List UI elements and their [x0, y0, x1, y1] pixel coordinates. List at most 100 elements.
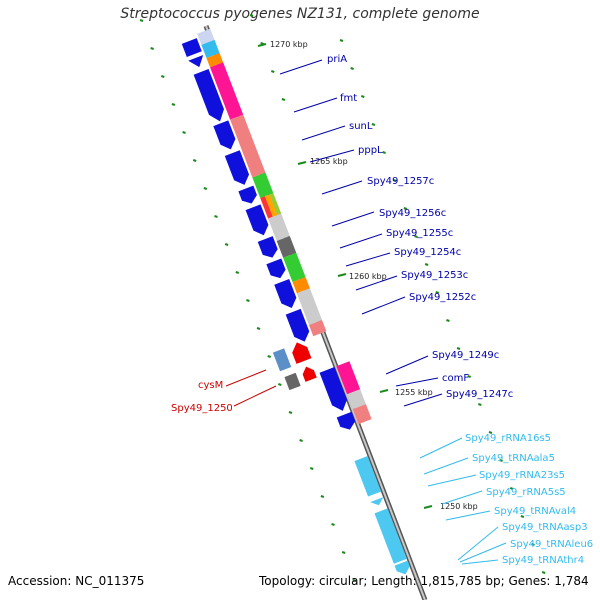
gc-dot [499, 459, 503, 462]
rna-label[interactable]: Spy49_tRNAasp3 [502, 522, 588, 533]
gc-dot [309, 467, 314, 470]
tick-label: 1270 kbp [270, 40, 308, 49]
rrna-block[interactable] [394, 560, 412, 577]
rrna-block[interactable] [354, 456, 382, 497]
cog-block [352, 404, 372, 425]
gene-label[interactable]: Spy49_1252c [409, 292, 476, 303]
gc-dot [299, 439, 303, 442]
reverse-gene-block[interactable] [284, 372, 301, 391]
gene-label[interactable]: fmt [340, 93, 357, 104]
gc-dot [182, 131, 186, 134]
tick-label: 1265 kbp [310, 157, 348, 166]
reverse-strand-cluster [272, 340, 317, 391]
gc-dot [320, 495, 325, 498]
reverse-labels: cysM Spy49_1250 [171, 369, 277, 414]
tick-label: 1255 kbp [395, 388, 433, 397]
gc-dot [382, 151, 386, 154]
cds-arrow[interactable] [257, 236, 280, 260]
gene-label[interactable]: Spy49_1247c [446, 389, 513, 400]
cog-block [210, 62, 244, 120]
gc-dot [281, 98, 286, 101]
trna-arrow[interactable] [370, 497, 385, 508]
gc-dot [424, 263, 429, 266]
rna-label[interactable]: Spy49_tRNAala5 [472, 453, 555, 464]
gc-dot [139, 19, 144, 22]
gc-dot [256, 327, 261, 330]
cog-block [201, 39, 220, 58]
gc-dot [192, 159, 197, 162]
cds-arrow[interactable] [245, 204, 272, 238]
tick-label: 1260 kbp [349, 272, 387, 281]
cds-arrow[interactable] [224, 150, 252, 187]
cds-labels: priA fmt sunL pppL Spy49_1257c Spy49_125… [279, 54, 513, 407]
cog-block [252, 172, 274, 199]
cds-arrow[interactable] [319, 366, 351, 414]
gc-dot [509, 487, 514, 490]
cds-arrow[interactable] [181, 38, 202, 57]
rna-label[interactable]: Spy49_rRNA16s5 [465, 433, 551, 444]
gene-label[interactable]: pppL [358, 145, 383, 156]
rna-label[interactable]: Spy49_rRNA5s5 [486, 487, 566, 498]
rna-cluster [354, 456, 412, 577]
gene-label[interactable]: cysM [198, 380, 223, 391]
rna-label[interactable]: Spy49_tRNAthr4 [502, 555, 584, 566]
gc-dot [224, 243, 229, 246]
gc-dot [531, 543, 535, 546]
reverse-cds-arrow[interactable] [289, 340, 312, 364]
cds-arrow[interactable] [274, 279, 299, 311]
gene-label[interactable]: priA [327, 54, 347, 65]
gc-dot [270, 70, 275, 73]
gc-dot [392, 179, 397, 182]
gene-label[interactable]: sunL [349, 121, 373, 132]
cog-block [347, 389, 366, 410]
cds-arrow[interactable] [238, 185, 259, 207]
reverse-gene-block[interactable] [272, 348, 292, 372]
cog-block [269, 193, 282, 215]
cds-arrow[interactable] [336, 411, 358, 433]
genome-summary-text: Topology: circular; Length: 1,815,785 bp… [259, 574, 589, 588]
cds-arrow[interactable] [266, 258, 287, 282]
rna-labels: Spy49_rRNA16s5 Spy49_tRNAala5 Spy49_rRNA… [419, 433, 593, 566]
gc-dot [341, 551, 346, 554]
rrna-block[interactable] [374, 508, 407, 564]
gc-dot [350, 67, 354, 70]
cds-arrow[interactable] [285, 308, 312, 345]
gene-label[interactable]: Spy49_1254c [394, 247, 461, 258]
gc-dot [235, 271, 240, 274]
cog-block [296, 288, 323, 326]
rna-label[interactable]: Spy49_tRNAval4 [494, 506, 576, 517]
gene-label[interactable]: comF [442, 373, 469, 384]
gc-dot [414, 235, 418, 238]
gene-label[interactable]: Spy49_1255c [386, 228, 453, 239]
gene-label[interactable]: Spy49_1250 [171, 403, 233, 414]
gc-dot [456, 347, 461, 350]
cds-arrow[interactable] [188, 54, 207, 70]
cog-block [283, 252, 306, 283]
gc-dot [520, 515, 525, 518]
cog-block [260, 196, 273, 219]
accession-text: Accession: NC_011375 [8, 574, 145, 588]
rna-label[interactable]: Spy49_tRNAleu6 [510, 539, 593, 550]
gene-label[interactable]: Spy49_1257c [367, 176, 434, 187]
gc-dot [339, 39, 344, 42]
reverse-cds-arrow[interactable] [301, 364, 317, 382]
gc-dot [435, 291, 440, 294]
gc-dot [488, 431, 493, 434]
gene-label[interactable]: Spy49_1249c [432, 350, 499, 361]
gene-label[interactable]: Spy49_1256c [379, 208, 446, 219]
rna-label[interactable]: Spy49_rRNA23s5 [479, 470, 565, 481]
gc-dot [203, 187, 208, 190]
gene-label[interactable]: Spy49_1253c [401, 270, 468, 281]
cog-block [292, 277, 310, 294]
gc-dot [150, 47, 154, 50]
gc-dot [467, 375, 471, 378]
cds-arrow[interactable] [213, 120, 238, 152]
cds-arrow[interactable] [193, 68, 228, 124]
feature-cluster-upper [181, 28, 327, 345]
cog-block [308, 319, 327, 337]
gc-dot [541, 571, 546, 574]
cog-block [276, 235, 297, 258]
gc-dot [478, 403, 482, 406]
